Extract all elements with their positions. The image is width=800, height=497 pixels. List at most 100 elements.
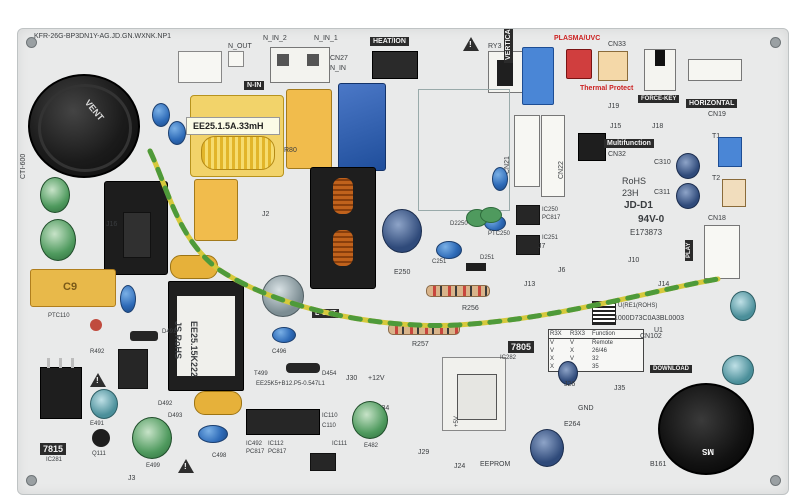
capacitor-e482: [352, 401, 388, 439]
e264-label: E264: [564, 421, 581, 428]
table-cell: V: [550, 348, 555, 354]
j13-label: J13: [524, 281, 536, 288]
connector-top-left: [178, 51, 222, 83]
ic282-label: IC282: [500, 355, 517, 361]
table-cell: Remote: [592, 340, 614, 346]
j10-label: J10: [628, 257, 640, 264]
j29-label: J29: [418, 449, 430, 456]
eeprom-label: EEPROM: [480, 461, 511, 468]
c498-label: C498: [212, 453, 227, 459]
fuse-holder: [286, 89, 332, 169]
c251-label: C251: [432, 259, 447, 265]
choke-label-plate: EE25.1.5A.33mH: [186, 117, 280, 135]
pcb-board: KFR-26G-BP3DN1Y-AG.JD.GN.WXNK.NP1 VENT C…: [17, 28, 789, 495]
mounting-hole-tl: [26, 37, 37, 48]
resistor-r256: [426, 285, 490, 297]
ic251-label: IC251: [542, 235, 559, 241]
j26-label: J26: [564, 381, 576, 388]
header-pins-ic492: [246, 409, 320, 435]
connector-cn21: [514, 115, 540, 187]
switching-transformer: [168, 281, 244, 391]
heat-ion-label: HEAT/ION: [370, 37, 409, 46]
r257-label: R257: [412, 341, 429, 348]
capacitor-c311: [676, 183, 700, 209]
ic110-label: IC110: [322, 413, 338, 419]
j19-label: J19: [608, 103, 620, 110]
ry3-label: RY3: [488, 43, 502, 50]
thermal-protect-connector: [598, 51, 628, 81]
choke-label: EE25.1.5A.33mH: [193, 121, 264, 131]
table-cell: 26/46: [592, 348, 608, 354]
capacitor-blue-c: [120, 285, 136, 313]
ry3-outline: [488, 51, 524, 93]
q111-label: Q111: [92, 451, 106, 457]
optocoupler-ic251: [516, 235, 540, 255]
mounting-hole-tr: [770, 37, 781, 48]
hazard-icon-bottom: [178, 459, 194, 473]
capacitor-e264: [530, 429, 564, 467]
mounting-hole-br: [770, 475, 781, 486]
pwm-ic: [118, 349, 148, 389]
buzzer: [658, 383, 754, 475]
ul-number: E173873: [630, 228, 663, 237]
regulator-7805-label: 7805: [508, 341, 535, 353]
d493-label: D493: [168, 413, 183, 419]
optocoupler-ic250: [516, 205, 540, 225]
capacitor-green-small: [480, 207, 502, 223]
main-relay: [310, 167, 376, 289]
heat-ion-connector: [372, 51, 418, 79]
volt-12-label: +12V: [368, 375, 385, 382]
ptc110: [90, 319, 102, 331]
t1-sensor-connector: [718, 137, 742, 167]
j24-label: J24: [454, 463, 466, 470]
qr-code: [592, 301, 616, 325]
table-cell: X: [550, 356, 555, 362]
filter-capacitor-2: [40, 219, 76, 261]
n-in1-label: N_IN_1: [314, 35, 338, 42]
cn33-label: CN33: [608, 41, 626, 48]
n-in-small-label: N_IN: [330, 65, 346, 72]
pc817-label: PC817: [542, 215, 561, 221]
diode-d454: [286, 363, 320, 373]
ic250-label: IC250: [542, 207, 559, 213]
d491-label: D491: [162, 329, 177, 335]
pc8171-label: PC817: [268, 449, 287, 455]
table-header-r3x3: R3X3: [570, 331, 586, 337]
ptc110-label: PTC110: [48, 313, 70, 319]
qr-sub-label: U(RE1(ROHS): [618, 303, 658, 309]
model-label: KFR-26G-BP3DN1Y-AG.JD.GN.WXNK.NP1: [34, 33, 172, 40]
terminal-block-n-in: [270, 47, 330, 83]
r492-label: R492: [90, 349, 105, 355]
table-cell: 32: [592, 356, 599, 362]
table-cell: V: [550, 340, 555, 346]
b161-label: B161: [650, 461, 667, 468]
t1-label: T1: [712, 133, 721, 140]
table-cell: V: [570, 340, 575, 346]
n-in-label: N-IN: [244, 81, 265, 90]
function-table: R3X R3X3 Function VVRemoteVX26/46XV32XX3…: [548, 329, 644, 372]
filter-capacitor-1: [40, 177, 70, 213]
diode-d491: [130, 331, 158, 341]
t499-label: T499: [254, 371, 268, 377]
hazard-icon-top: [463, 37, 479, 51]
table-cell: X: [570, 348, 575, 354]
regulator-heatsink: [442, 357, 506, 431]
c110-label: C110: [322, 423, 336, 429]
table-cell: 35: [592, 364, 599, 370]
c496-label: C496: [272, 349, 287, 355]
t2-label: T2: [712, 175, 721, 182]
qr-code-label: 1000D73C0A3BL0003: [614, 315, 685, 322]
capacitor-right-mid: [722, 355, 754, 385]
connector-cn22: [541, 115, 565, 197]
ul-mark: JD-D1: [624, 200, 653, 211]
capacitor-c498: [198, 425, 228, 443]
ic111-label: IC111: [332, 441, 348, 447]
table-header-function: Function: [592, 331, 616, 337]
cn27-label: CN27: [330, 55, 348, 62]
transistor-q111: [92, 429, 110, 447]
j35-label: J35: [614, 385, 626, 392]
hazard-icon-left: [90, 373, 106, 387]
capacitor-right-top: [730, 291, 756, 321]
capacitor-yellow-bottom: [194, 391, 242, 415]
j30-label: J30: [346, 375, 358, 382]
